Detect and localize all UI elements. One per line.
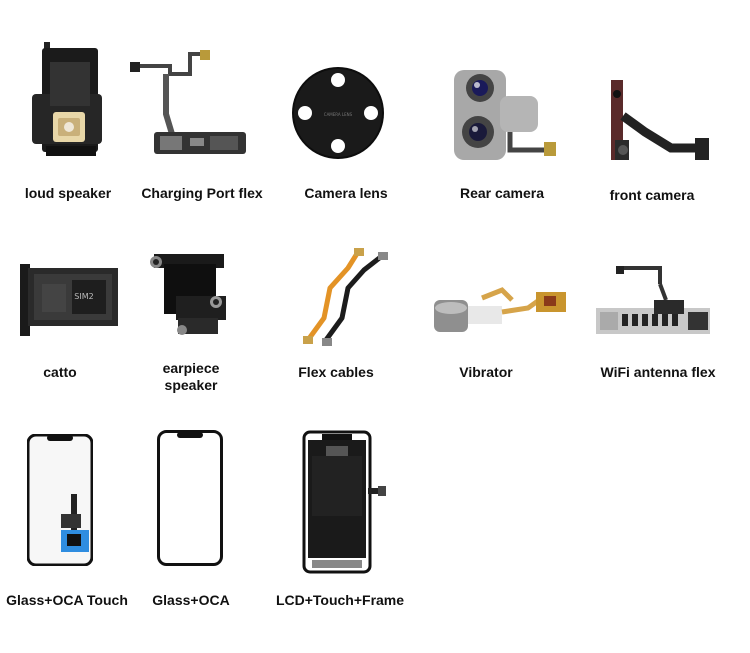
item-label: Glass+OCA (152, 592, 230, 608)
glass-oca-touch-image (27, 434, 93, 566)
lcd-touch-frame-image (302, 430, 386, 574)
item-label: catto (43, 364, 77, 380)
camera-lens-image: CAMERA LENS (292, 67, 384, 159)
item-label: Flex cables (298, 364, 374, 380)
item-label: LCD+Touch+Frame (275, 592, 405, 608)
item-label: Rear camera (459, 185, 545, 201)
earpiece-speaker-image (150, 254, 226, 335)
loud-speaker-image (32, 42, 102, 156)
item-label: WiFi antenna flex (600, 364, 716, 380)
item-label: front camera (609, 187, 695, 203)
sim-tray-image: SIM2 (20, 264, 118, 336)
front-camera-image (611, 80, 709, 160)
item-label: Camera lens (304, 185, 388, 201)
sim-tray-text: SIM2 (74, 292, 93, 301)
charging-port-flex-image (130, 50, 246, 154)
flex-cables-image (303, 248, 388, 346)
lens-engraving: CAMERA LENS (324, 112, 353, 117)
rear-camera-image (454, 70, 556, 160)
item-label: Glass+OCA Touch (6, 592, 128, 608)
item-label: earpiece speaker (162, 360, 220, 393)
wifi-antenna-flex-image (596, 266, 710, 334)
item-label: Vibrator (459, 364, 513, 380)
glass-oca-image (157, 430, 223, 566)
item-label: loud speaker (24, 185, 112, 201)
item-label: Charging Port flex (141, 185, 263, 201)
vibrator-image (434, 287, 566, 332)
